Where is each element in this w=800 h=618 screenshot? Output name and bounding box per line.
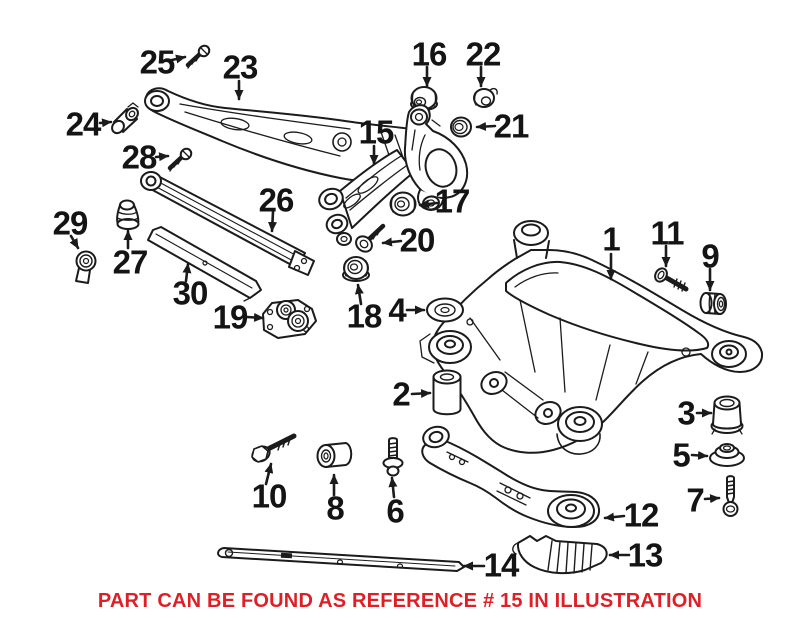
callout-7: 7 bbox=[686, 481, 704, 519]
callout-20: 20 bbox=[399, 221, 436, 259]
bolt-7-drawing bbox=[722, 475, 739, 517]
callout-11: 11 bbox=[650, 214, 685, 252]
callout-6: 6 bbox=[386, 492, 404, 530]
callout-24: 24 bbox=[65, 105, 102, 143]
trailing-arm-drawing bbox=[318, 104, 469, 246]
arrow-2 bbox=[410, 389, 432, 398]
callout-16: 16 bbox=[411, 35, 448, 73]
callout-15: 15 bbox=[358, 113, 395, 151]
grommet-5-drawing bbox=[709, 443, 745, 467]
callout-25: 25 bbox=[139, 43, 176, 81]
arrow-24 bbox=[98, 118, 113, 128]
callout-26: 26 bbox=[258, 181, 295, 219]
arrow-28 bbox=[154, 152, 170, 162]
arrow-26 bbox=[267, 210, 277, 233]
screw-28-drawing bbox=[167, 147, 193, 172]
cap-22-drawing bbox=[473, 87, 498, 108]
callout-21: 21 bbox=[493, 107, 530, 145]
arrow-5 bbox=[690, 450, 709, 460]
callout-2: 2 bbox=[392, 375, 410, 413]
callout-27: 27 bbox=[112, 243, 149, 281]
arrow-20 bbox=[381, 237, 403, 247]
callout-22: 22 bbox=[465, 35, 502, 73]
callout-14: 14 bbox=[483, 546, 520, 584]
callout-5: 5 bbox=[672, 436, 690, 474]
arrow-6 bbox=[388, 476, 398, 499]
bar-14-drawing bbox=[217, 547, 465, 572]
arrow-12 bbox=[603, 512, 626, 522]
bushing-9-drawing bbox=[699, 292, 727, 315]
bolt-6-drawing bbox=[382, 437, 404, 477]
bushing-17-drawing bbox=[389, 191, 417, 217]
arrow-21 bbox=[475, 122, 497, 131]
callout-29: 29 bbox=[52, 204, 89, 242]
callout-arrows bbox=[69, 54, 721, 571]
callout-30: 30 bbox=[172, 274, 209, 312]
bolt-10-drawing bbox=[251, 433, 297, 463]
callout-10: 10 bbox=[251, 477, 288, 515]
bushing-8-drawing bbox=[316, 442, 353, 468]
track-rod-drawing bbox=[140, 171, 315, 276]
screw-25-drawing bbox=[185, 44, 211, 69]
arrow-30 bbox=[182, 262, 192, 283]
support-bracket-drawing bbox=[421, 425, 601, 528]
callout-19: 19 bbox=[212, 298, 249, 336]
caption-text: PART CAN BE FOUND AS REFERENCE # 15 IN I… bbox=[97, 590, 703, 612]
callout-18: 18 bbox=[346, 297, 383, 335]
subframe-drawing bbox=[419, 220, 764, 455]
arrow-7 bbox=[703, 494, 721, 504]
callout-13: 13 bbox=[627, 536, 664, 574]
push-rod-drawing bbox=[147, 226, 262, 302]
bushing-18-drawing bbox=[342, 256, 370, 282]
arrow-29 bbox=[69, 234, 80, 250]
bolt-11-drawing bbox=[654, 267, 689, 292]
washer-4-drawing bbox=[426, 297, 464, 323]
clamp-13-drawing bbox=[512, 535, 608, 575]
callout-8: 8 bbox=[326, 489, 344, 527]
bushing-3-drawing bbox=[710, 395, 744, 435]
arrow-17 bbox=[418, 199, 439, 209]
arrow-19 bbox=[245, 312, 265, 322]
bushing-27-drawing bbox=[115, 199, 140, 230]
arrow-25 bbox=[170, 54, 187, 64]
screw-20-drawing bbox=[355, 223, 386, 253]
callout-3: 3 bbox=[677, 394, 695, 432]
bushing-24-drawing bbox=[111, 102, 139, 135]
callout-12: 12 bbox=[623, 496, 660, 534]
ring-21-drawing bbox=[450, 116, 472, 138]
callout-17: 17 bbox=[434, 182, 471, 220]
callout-23: 23 bbox=[222, 48, 259, 86]
arrow-18 bbox=[354, 283, 364, 306]
arrow-10 bbox=[264, 462, 274, 486]
callout-28: 28 bbox=[121, 138, 158, 176]
callout-1: 1 bbox=[602, 220, 620, 258]
callout-9: 9 bbox=[701, 237, 719, 275]
bushing-2-drawing bbox=[432, 369, 462, 416]
callout-4: 4 bbox=[388, 291, 406, 329]
mount-bracket-drawing bbox=[262, 299, 317, 339]
holder-drawing bbox=[75, 250, 97, 284]
